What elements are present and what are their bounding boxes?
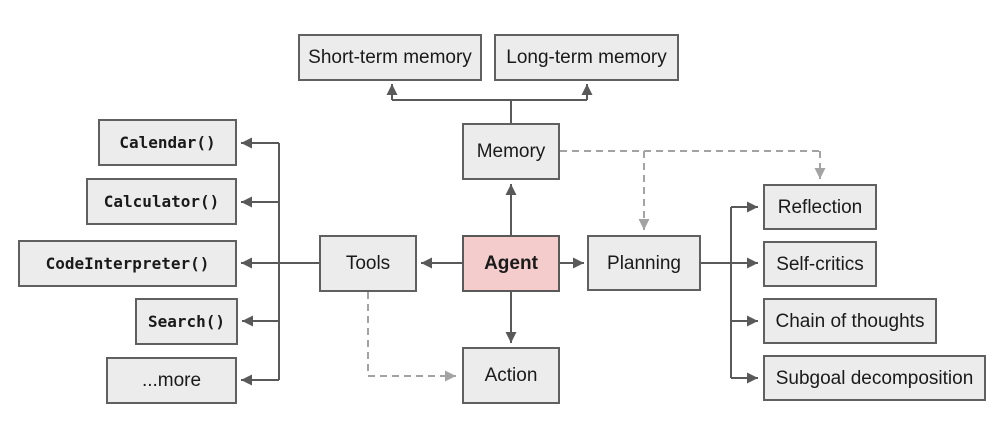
node-tools: Tools xyxy=(319,235,417,292)
node-memory: Memory xyxy=(462,123,560,180)
node-subgoal-decomposition: Subgoal decomposition xyxy=(763,355,986,401)
node-reflection: Reflection xyxy=(763,184,877,230)
edge-memory-dashed xyxy=(560,150,826,230)
edge-memory-to-term-memories xyxy=(386,84,593,123)
node-self-critics: Self-critics xyxy=(763,241,877,287)
node-short-term-memory: Short-term memory xyxy=(298,34,482,81)
node-chain-of-thoughts: Chain of thoughts xyxy=(763,298,937,344)
node-action: Action xyxy=(462,347,560,404)
edge-tools-to-action-dashed xyxy=(367,292,456,382)
node-planning: Planning xyxy=(587,235,701,291)
node-more: ...more xyxy=(106,357,237,404)
node-long-term-memory: Long-term memory xyxy=(494,34,679,81)
node-code-interpreter: CodeInterpreter() xyxy=(18,240,237,287)
node-calendar: Calendar() xyxy=(98,119,237,166)
node-search: Search() xyxy=(135,298,238,345)
edge-planning-to-strategies xyxy=(701,201,758,384)
node-agent: Agent xyxy=(462,235,560,292)
node-calculator: Calculator() xyxy=(86,178,237,225)
edge-tools-to-tool-list xyxy=(241,137,319,386)
